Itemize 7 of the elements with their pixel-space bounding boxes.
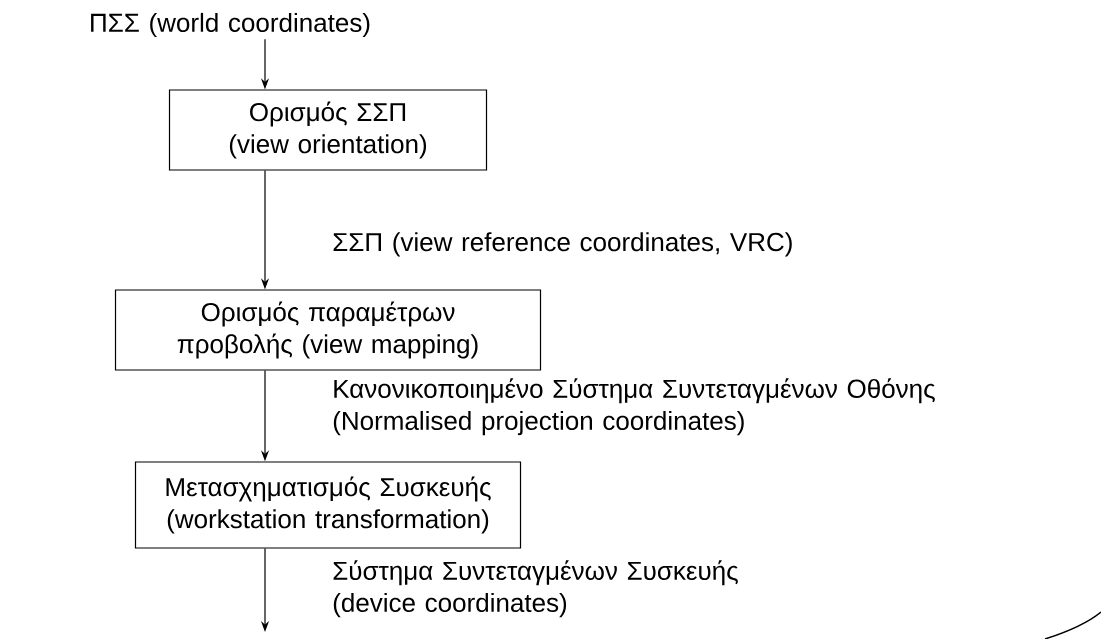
edge-label: ΣΣΠ (view reference coordinates, VRC) — [333, 232, 792, 257]
text-label: ΠΣΣ (world coordinates) — [91, 12, 370, 38]
process-box: Ορισμός παραμέτρων προβολής (view mapping) — [114, 289, 542, 371]
edge-label: Σύστημα Συντεταγμένων Συσκευής (device coordinates) — [333, 560, 738, 618]
process-box: Μετασχηματισμός Συσκευής (workstation transformation) — [134, 461, 522, 549]
process-box: Ορισμός ΣΣΠ (view orientation) — [168, 89, 488, 171]
edge-label: Κανονικοποιημένο Σύστημα Συντεταγμένων Οθόνης (Normalised projection coordinates) — [333, 378, 935, 436]
